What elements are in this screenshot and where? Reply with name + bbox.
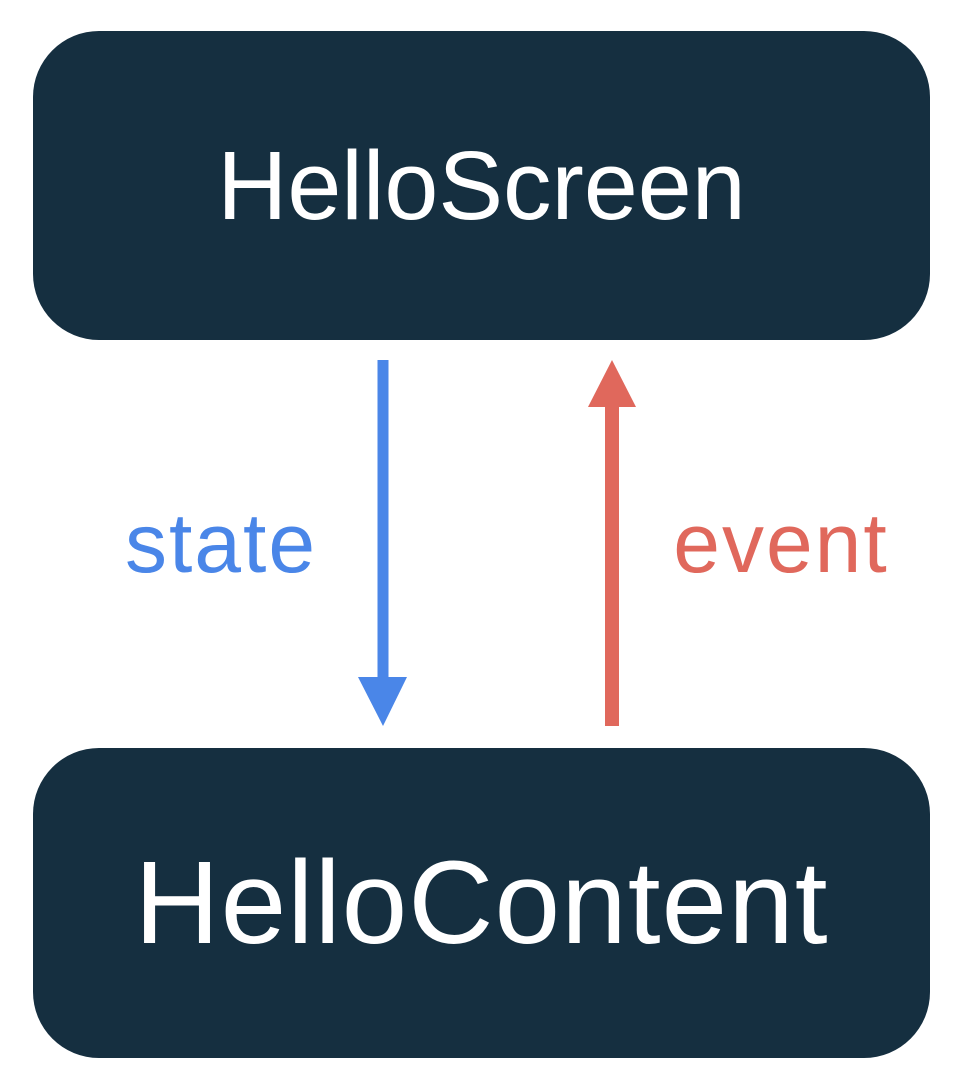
event-arrow-up-icon [588,360,636,726]
node-hellocontent-label: HelloContent [134,837,829,969]
event-arrowhead-icon [588,360,636,407]
node-helloscreen-label: HelloScreen [217,131,746,240]
node-helloscreen: HelloScreen [33,31,930,340]
state-arrowhead-icon [358,677,407,726]
state-arrow-down-icon [358,360,407,726]
state-label: state [124,496,318,590]
node-hellocontent: HelloContent [33,748,930,1058]
event-label: event [673,496,889,590]
